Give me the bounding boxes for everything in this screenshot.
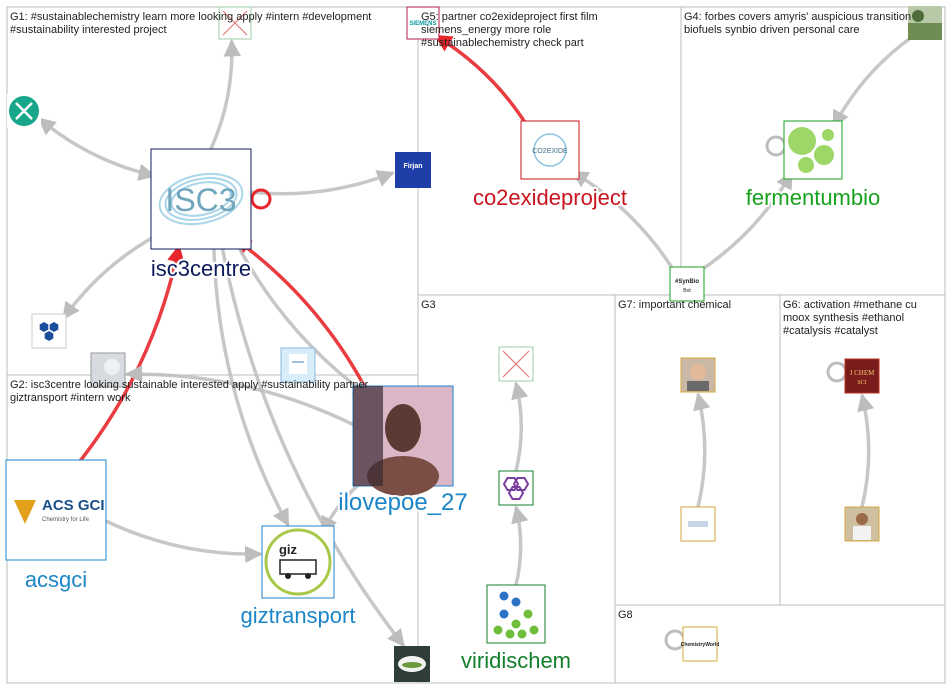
jchemsci-avatar-logo-text: J CHEM	[850, 369, 875, 377]
group-title-g5: #sustainablechemistry check part	[421, 37, 584, 49]
group-title-g5: siemens_energy more role	[421, 24, 551, 36]
co2exideproject-logo-text: CO2EXIDE	[532, 148, 568, 155]
node-green-share-avatar[interactable]	[7, 94, 41, 128]
group-title-g3: G3	[421, 299, 436, 311]
chemistry-world-avatar-logo-text: ChemistryWorld	[681, 642, 720, 648]
node-portrait-avatar[interactable]	[680, 357, 716, 393]
node-forbes-avatar[interactable]	[908, 6, 942, 40]
edges-layer	[37, 34, 915, 651]
node-isc3centre[interactable]: ISC3 isc3centre	[149, 148, 253, 283]
group-title-g5: G5: partner co2exideproject first film	[421, 11, 598, 23]
node-fermentumbio[interactable]: fermentumbio	[744, 120, 882, 212]
edge-n_g6_bot-n_g6_top	[857, 393, 875, 508]
edge-isc3centre-n_top_g1	[208, 38, 242, 151]
node-giztransport[interactable]: giz giztransport	[239, 525, 357, 630]
group-title-g1: #sustainability interested project	[10, 24, 167, 36]
node-label-isc3centre: isc3centre	[151, 256, 251, 281]
node-unlabeled-top-g3[interactable]	[498, 346, 534, 382]
edge-acsgci-isc3centre	[75, 244, 185, 466]
edge-isc3centre-isc3centre	[250, 188, 272, 210]
node-viridischem[interactable]: viridischem	[459, 584, 573, 675]
edge-isc3centre-n_firjan	[250, 170, 395, 196]
edge-isc3centre-n_bottom	[219, 244, 406, 648]
edge-viridischem-n_g3_mid	[511, 505, 529, 586]
jchemsci-avatar-logo-text: SCI	[857, 380, 866, 386]
group-box-g7	[614, 294, 781, 606]
node-hexagon-ring-avatar[interactable]	[498, 470, 534, 506]
node-label-viridischem: viridischem	[461, 648, 571, 673]
edge-co2exideproject-n_siemens	[434, 34, 531, 131]
group-box-g8	[614, 604, 946, 684]
node-small-logo-avatar[interactable]	[680, 506, 716, 542]
group-box-g5	[417, 6, 682, 296]
edge-n_forbes-fermentumbio	[831, 34, 915, 129]
node-label-giztransport: giztransport	[241, 603, 356, 628]
acsgci-logo-text: ACS GCI	[42, 497, 105, 514]
node-chemistry-world-avatar[interactable]: ChemistryWorld	[681, 626, 720, 662]
edge-ilovepoe_27-isc3centre	[233, 237, 373, 399]
edge-fermentumbio-fermentumbio	[765, 135, 787, 157]
group-title-g6: G6: activation #methane cu	[783, 299, 917, 311]
firjan-avatar-logo-text: Firjan	[403, 163, 422, 170]
node-unlabeled-top-g1[interactable]	[218, 6, 252, 40]
group-title-g2: giztransport #intern work	[10, 392, 131, 404]
edge-isc3centre-giztransport	[212, 247, 290, 527]
node-bottom-avatar[interactable]	[394, 646, 430, 682]
edge-n_green-isc3centre	[37, 117, 157, 181]
edge-acsgci-giztransport	[104, 518, 263, 564]
node-label-ilovepoe_27: ilovepoe_27	[338, 489, 467, 516]
node-co2exideproject[interactable]: CO2EXIDE co2exideproject	[471, 120, 629, 212]
edge-isc3centre-ilovepoe_27	[231, 236, 371, 398]
giztransport-logo-text: giz	[279, 542, 298, 557]
node-gray-avatar[interactable]	[90, 352, 126, 388]
node-label-acsgci: acsgci	[25, 567, 87, 592]
node-small-doc-avatar[interactable]	[280, 347, 316, 383]
group-boxes	[6, 6, 946, 684]
node-researcher-avatar[interactable]	[844, 506, 880, 542]
edge-n_synbio-fermentumbio	[697, 171, 794, 274]
node-label-fermentumbio: fermentumbio	[746, 185, 881, 210]
group-title-g7: G7: important chemical	[618, 299, 731, 311]
acsgci-logo-text: Chemistry for Life	[42, 517, 90, 523]
group-title-g1: G1: #sustainablechemistry learn more loo…	[10, 11, 371, 23]
edge-isc3centre-n_hex	[61, 230, 165, 320]
node-label-co2exideproject: co2exideproject	[473, 185, 627, 210]
group-box-g6	[779, 294, 946, 606]
siemens-energy-avatar-logo-text: SIEMENS	[409, 21, 436, 27]
synbio-bot-avatar-logo-text: Bot	[683, 288, 691, 294]
node-jchemsci-avatar[interactable]: J CHEM SCI	[844, 358, 880, 394]
group-title-g8: G8	[618, 609, 633, 621]
group-titles: G1: #sustainablechemistry learn more loo…	[10, 11, 917, 621]
node-acsgci[interactable]: ACS GCI Chemistry for Life acsgci	[5, 459, 107, 594]
node-firjan-avatar[interactable]: Firjan	[395, 152, 431, 188]
edge-ilovepoe_27-n_gray	[124, 365, 355, 427]
nodes-layer: ISC3 isc3centre Firjan ilovepoe_27 ACS GCI Ch…	[5, 6, 942, 682]
edge-n_synbio-co2exideproject	[570, 170, 677, 274]
node-siemens-energy-avatar[interactable]: SIEMENS	[406, 6, 440, 40]
group-title-g4: G4: forbes covers amyris' auspicious tra…	[684, 11, 911, 23]
edge-n_g7_bot-n_g7_top	[693, 392, 711, 508]
node-ilovepoe_27[interactable]: ilovepoe_27	[336, 385, 470, 518]
group-title-g4: biofuels synbio driven personal care	[684, 24, 860, 36]
edge-n_g3_mid-n_g3_top	[511, 381, 529, 472]
group-title-g6: #catalysis #catalyst	[783, 325, 878, 337]
synbio-bot-avatar-logo-text: #SynBio	[675, 279, 699, 285]
node-hexagon-avatar[interactable]	[31, 313, 67, 349]
edge-n_g6_top-n_g6_top	[826, 361, 848, 383]
group-title-g2: G2: isc3centre looking sustainable inter…	[10, 379, 369, 391]
group-title-g6: moox synthesis #ethanol	[783, 312, 904, 324]
isc3centre-logo-text: ISC3	[165, 182, 236, 218]
